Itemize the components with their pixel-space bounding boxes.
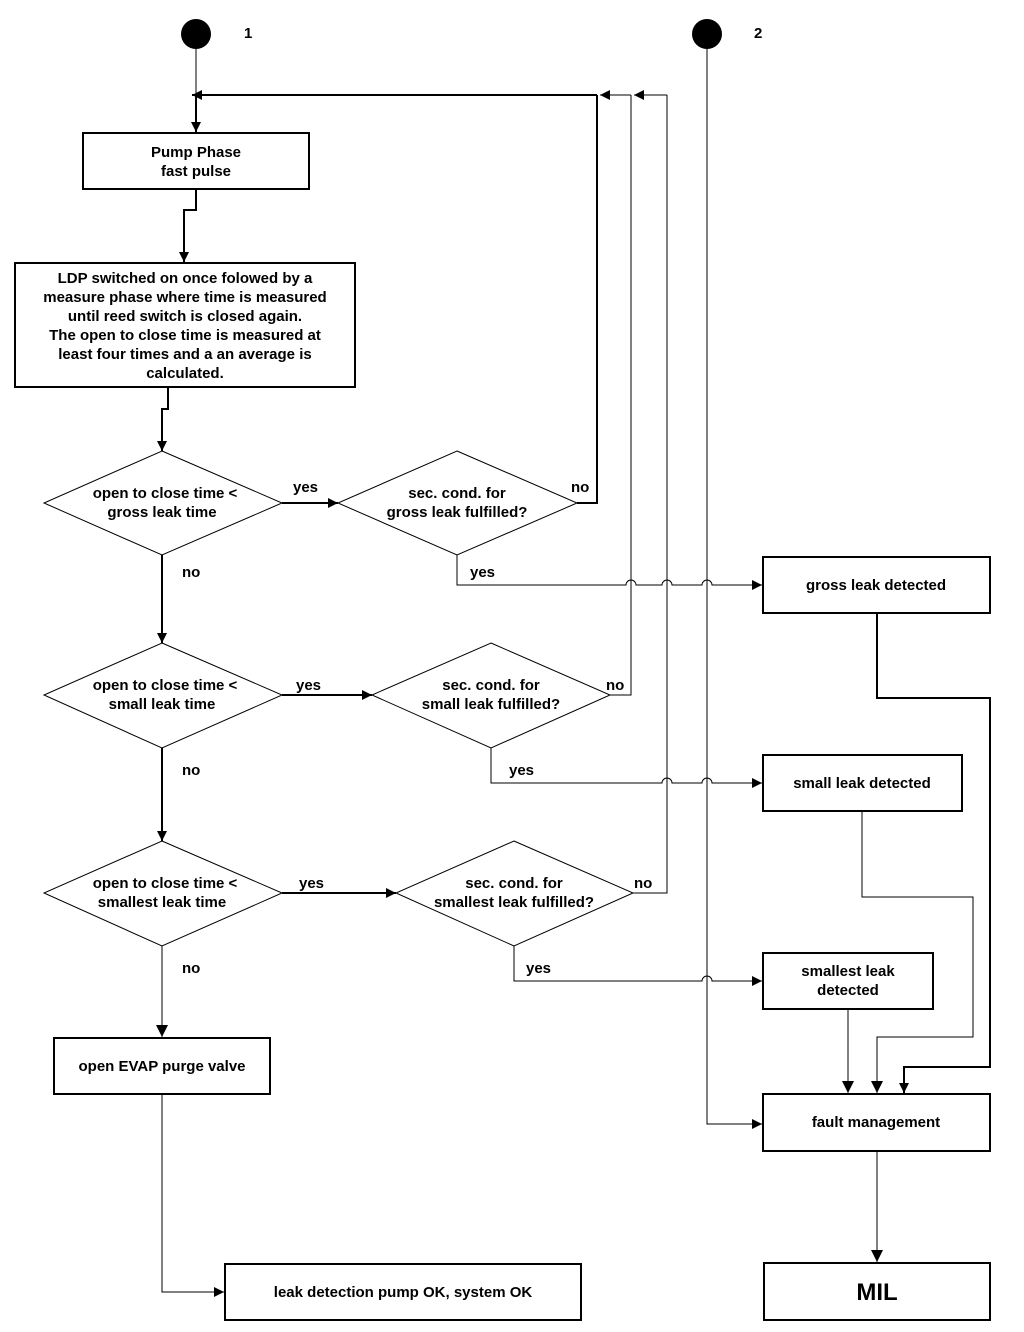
edge-purge-to-ok — [161, 1094, 224, 1297]
gross-sec-line-1: sec. cond. for — [408, 485, 506, 502]
small-detected-label: small leak detected — [793, 775, 931, 792]
gross-yes-label: yes — [293, 479, 318, 496]
ldp-line-6: calculated. — [146, 365, 224, 382]
smallest-sec-cond-decision — [394, 840, 635, 947]
edge-small-sec-yes — [490, 748, 762, 788]
gross-sec-yes-label: yes — [470, 564, 495, 581]
smallest-detected-line-2: detected — [817, 982, 879, 999]
edge-smallest-sec-no — [633, 95, 668, 894]
pump-phase-box — [82, 132, 310, 190]
mil-box — [763, 1262, 991, 1321]
gross-leak-decision — [42, 450, 284, 556]
ldp-line-2: measure phase where time is measured — [43, 289, 326, 306]
ldp-measure-box — [14, 262, 356, 388]
edge-gross-det-to-fault — [876, 613, 991, 1093]
purge-valve-label: open EVAP purge valve — [79, 1058, 246, 1075]
small-sec-line-1: sec. cond. for — [442, 677, 540, 694]
smallest-no-label: no — [182, 960, 200, 977]
start-connector-1 — [181, 19, 211, 49]
small-leak-detected-box — [762, 754, 963, 812]
smallest-sec-line-2: smallest leak fulfilled? — [434, 894, 594, 911]
edge-smallest-sec-yes — [513, 946, 762, 986]
smallest-detected-line-1: smallest leak — [801, 963, 895, 980]
smallest-sec-no-label: no — [634, 875, 652, 892]
small-leak-decision — [42, 642, 284, 749]
edge-ldp-to-gross — [157, 387, 169, 451]
smallest-decision-line-2: smallest leak time — [98, 894, 226, 911]
connector-2-label: 2 — [754, 25, 762, 42]
small-sec-line-2: small leak fulfilled? — [422, 696, 560, 713]
gross-sec-cond-decision — [336, 450, 579, 556]
small-decision-line-1: open to close time < — [93, 677, 238, 694]
gross-sec-no-label: no — [571, 479, 589, 496]
gross-no-label: no — [182, 564, 200, 581]
connector-1-label: 1 — [244, 25, 252, 42]
gross-decision-line-1: open to close time < — [93, 485, 238, 502]
gross-sec-line-2: gross leak fulfilled? — [387, 504, 528, 521]
pump-phase-line-1: Pump Phase — [151, 144, 241, 161]
fault-management-box — [762, 1093, 991, 1152]
system-ok-label: leak detection pump OK, system OK — [274, 1284, 533, 1301]
open-evap-purge-valve-box — [53, 1037, 271, 1095]
gross-leak-detected-box — [762, 556, 991, 614]
small-yes-label: yes — [296, 677, 321, 694]
ldp-line-1: LDP switched on once folowed by a — [58, 270, 313, 287]
small-decision-line-2: small leak time — [109, 696, 216, 713]
smallest-leak-decision — [42, 840, 284, 947]
gross-detected-label: gross leak detected — [806, 577, 946, 594]
start-connector-2 — [692, 19, 722, 49]
smallest-sec-line-1: sec. cond. for — [465, 875, 563, 892]
ldp-line-5: least four times and a an average is — [58, 346, 311, 363]
small-sec-yes-label: yes — [509, 762, 534, 779]
pump-phase-line-2: fast pulse — [161, 163, 231, 180]
edge-pump-to-ldp — [179, 189, 197, 262]
edge-small-det-to-fault — [861, 811, 974, 1093]
smallest-sec-yes-label: yes — [526, 960, 551, 977]
smallest-leak-detected-box — [762, 952, 934, 1010]
edge-gross-sec-yes — [456, 555, 762, 590]
ldp-line-4: The open to close time is measured at — [49, 327, 321, 344]
gross-decision-line-2: gross leak time — [107, 504, 216, 521]
fault-management-label: fault management — [812, 1114, 940, 1131]
mil-label: MIL — [856, 1279, 897, 1306]
small-no-label: no — [182, 762, 200, 779]
smallest-decision-line-1: open to close time < — [93, 875, 238, 892]
smallest-yes-label: yes — [299, 875, 324, 892]
small-sec-no-label: no — [606, 677, 624, 694]
small-sec-cond-decision — [370, 642, 612, 749]
edge-gross-sec-no — [577, 95, 598, 504]
system-ok-box — [224, 1263, 582, 1321]
edge-small-sec-no — [610, 95, 632, 696]
edge-connector2-to-fault — [706, 49, 762, 1129]
ldp-line-3: until reed switch is closed again. — [68, 308, 302, 325]
